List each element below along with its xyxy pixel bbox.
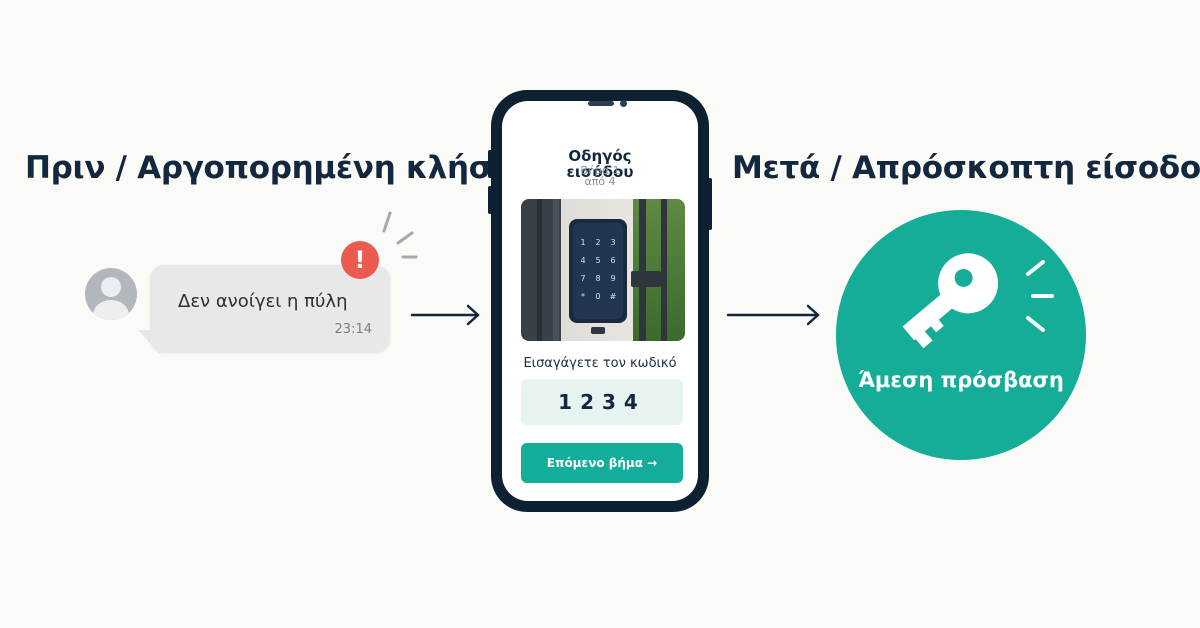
svg-text:2: 2 bbox=[595, 238, 600, 247]
phone-camera bbox=[620, 100, 627, 107]
message-time: 23:14 bbox=[334, 322, 372, 337]
before-heading: Πριν / Αργοπορημένη κλήση bbox=[25, 150, 515, 186]
instant-access-label: Άμεση πρόσβαση bbox=[858, 368, 1064, 392]
svg-text:7: 7 bbox=[580, 274, 585, 283]
user-avatar-icon bbox=[85, 268, 137, 320]
screen-title: Οδηγός εισόδου bbox=[502, 148, 698, 180]
alert-icon: ! bbox=[341, 241, 379, 279]
keypad-keys: 1 2 3 4 5 6 7 8 9 * 0 # bbox=[580, 238, 616, 301]
svg-text:3: 3 bbox=[610, 238, 615, 247]
svg-text:6: 6 bbox=[610, 256, 615, 265]
svg-text:8: 8 bbox=[595, 274, 600, 283]
phone-power-button bbox=[708, 178, 712, 230]
svg-text:0: 0 bbox=[595, 292, 600, 301]
after-heading: Μετά / Απρόσκοπτη είσοδος bbox=[732, 150, 1200, 186]
message-text: Δεν ανοίγει η πύλη bbox=[178, 291, 348, 312]
next-step-button[interactable]: Επόμενο βήμα → bbox=[521, 443, 683, 483]
instant-access-badge: Άμεση πρόσβαση bbox=[836, 210, 1086, 460]
key-icon bbox=[902, 253, 1054, 349]
svg-text:5: 5 bbox=[595, 256, 600, 265]
step-line1: Βήμα 1 bbox=[580, 164, 620, 177]
screen-title-line2: εισόδου bbox=[566, 163, 634, 181]
step-line2: από 4 bbox=[584, 175, 616, 188]
svg-text:1: 1 bbox=[580, 238, 585, 247]
phone-screen: Οδηγός εισόδου Βήμα 1 από 4 bbox=[502, 101, 698, 501]
code-input[interactable]: 1234 bbox=[521, 379, 683, 425]
phone-mockup: Οδηγός εισόδου Βήμα 1 από 4 bbox=[491, 90, 709, 512]
svg-text:*: * bbox=[581, 292, 585, 301]
alert-rays-icon bbox=[382, 211, 418, 259]
message-bubble: Δεν ανοίγει η πύλη 23:14 bbox=[150, 265, 390, 353]
svg-text:9: 9 bbox=[610, 274, 615, 283]
step-indicator: Βήμα 1 από 4 bbox=[502, 165, 698, 187]
code-label: Εισαγάγετε τον κωδικό bbox=[523, 356, 677, 371]
screen-title-line1: Οδηγός bbox=[568, 147, 632, 165]
arrow-right-icon bbox=[726, 304, 820, 326]
keypad-lock-image: 1 2 3 4 5 6 7 8 9 * 0 # bbox=[521, 199, 685, 341]
phone-speaker bbox=[588, 101, 614, 106]
phone-volume-down-button bbox=[488, 186, 492, 214]
svg-text:#: # bbox=[610, 292, 617, 301]
phone-volume-up-button bbox=[488, 150, 492, 178]
arrow-right-icon bbox=[410, 304, 480, 326]
svg-text:4: 4 bbox=[580, 256, 585, 265]
